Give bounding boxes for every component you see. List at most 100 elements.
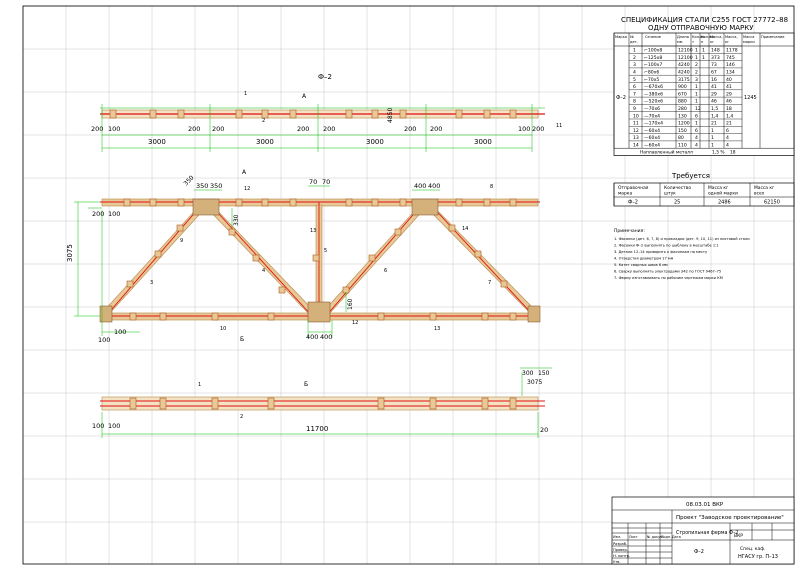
top-span-4: 3000: [474, 138, 492, 146]
stamp-header-cell: № докум.: [647, 535, 664, 539]
spec-cell: 21: [711, 121, 717, 127]
spacer-plate: [399, 198, 407, 207]
spacer-plate: [429, 312, 437, 321]
top-dim-8: 200: [430, 125, 442, 133]
spacer-plate: [149, 109, 157, 119]
mark-label-16: 12: [352, 320, 358, 326]
spec-cell: 1200: [678, 121, 690, 127]
bottom-dim-1: 100: [98, 336, 110, 344]
spec-cell: 29: [726, 91, 732, 97]
spec-header: Длина: [677, 35, 689, 39]
spacer-plate: [159, 312, 167, 321]
spec-cell: 4: [726, 135, 729, 141]
spec-cell: 4240: [678, 70, 690, 76]
spec-cell: 6: [695, 113, 698, 119]
top-dim-4: 200: [212, 125, 224, 133]
top-dim-10: 200: [532, 125, 544, 133]
top-dim-3: 200: [188, 125, 200, 133]
spacer-plate: [129, 312, 137, 321]
spec-title-2: ОДНУ ОТПРАВОЧНУЮ МАРКУ: [648, 24, 754, 32]
gusset-plates: [99, 198, 541, 323]
spec-header: Примечание: [761, 35, 785, 39]
spacer-plate: [455, 109, 463, 119]
spec-cell: 134: [726, 70, 735, 76]
spacer-plate: [455, 198, 463, 207]
spec-cell: —380х6: [644, 91, 663, 97]
mark-label-4: 4: [262, 268, 265, 274]
mark-label-10: 10: [220, 326, 226, 332]
spec-cell: 2: [695, 62, 698, 68]
spec-header: Сечение: [645, 35, 662, 39]
mark-label-9: 9: [180, 238, 183, 244]
top-chord-plan: А 200 100 200 200 200 200 200 200: [91, 91, 562, 152]
top-span-3: 3000: [366, 138, 384, 146]
spacer-plate: [235, 198, 243, 207]
spec-cell: 373: [711, 55, 720, 61]
bottom-total-dim: 11700: [306, 425, 328, 433]
bottom-dim-2: 100: [114, 328, 126, 336]
spec-header: Кол-во: [701, 35, 714, 39]
spacer-plate: [159, 397, 167, 410]
bottom-chord-plan-bar: [101, 396, 539, 411]
bottom-chord-plan: Б 300 150 3075 100 100 20 11700 1 2: [92, 367, 552, 438]
stamp-role: Н. контр.: [613, 554, 630, 558]
side-dim-3: 160: [347, 298, 354, 310]
spacer-plate: [211, 312, 219, 321]
spacer-plate: [481, 397, 489, 410]
truss-elevation: 3075 200 100 350 350 70 70 400 400 350 3…: [66, 169, 541, 344]
req-header: Масса кг: [708, 185, 729, 191]
spec-cell: 11: [633, 121, 639, 127]
spec-cell: 8: [633, 99, 636, 105]
spec-cell: 2: [633, 55, 636, 61]
spec-header: Кол-во: [692, 35, 705, 39]
spec-cell: 1: [695, 55, 698, 61]
stamp-org-2: НГАСУ гр. П–13: [738, 554, 778, 560]
spec-cell: 6: [695, 128, 698, 134]
view-a-mark: А: [242, 169, 247, 176]
spacer-plate: [483, 109, 491, 119]
spec-cell: 1: [702, 48, 705, 54]
plan-mark-2: 2: [240, 414, 243, 420]
spec-cell: 14: [633, 143, 639, 149]
spacer-plate: [109, 109, 117, 119]
spec-cell: 4: [726, 143, 729, 149]
view-b-mark: Б: [240, 336, 244, 343]
spec-cell: 41: [711, 84, 717, 90]
spec-footer-mass: 18: [730, 150, 736, 156]
spacer-plate: [261, 109, 269, 119]
plan-dim-100a: 100: [92, 422, 104, 430]
spec-header: Масса: [743, 35, 754, 39]
spec-cell: —60х4: [644, 128, 660, 134]
spec-cell: —520х6: [644, 99, 663, 105]
stamp-header-cell: Подп.: [661, 535, 671, 539]
diagonal-plate: [448, 224, 456, 232]
mark-label-15: 13: [434, 326, 440, 332]
mark-label-13: 13: [310, 228, 316, 234]
spacer-plate: [129, 397, 137, 410]
note-line: 1. Фасонки (дет. 6, 7, 8) и прокладки (д…: [614, 237, 750, 241]
diagonal-plate: [154, 250, 162, 258]
spec-cell: 880: [678, 99, 687, 105]
top-dim-2: 100: [108, 125, 120, 133]
plan-mark-1: 1: [198, 382, 201, 388]
stamp-role: Провер.: [613, 548, 628, 552]
spec-cell: 6: [633, 84, 636, 90]
mark-label-8: 8: [490, 184, 493, 190]
req-header: штук: [664, 192, 676, 197]
spacer-plate: [261, 198, 269, 207]
diagonal-plate: [368, 254, 376, 262]
top-dim-1: 200: [91, 125, 103, 133]
spec-cell: 4: [633, 70, 636, 76]
notes-block: Примечания: 1. Фасонки (дет. 6, 7, 8) и …: [614, 228, 750, 280]
spec-cell: 46: [726, 99, 732, 105]
spacer-plate: [235, 109, 243, 119]
side-dim-2: 330: [233, 214, 240, 226]
spec-header: кг: [710, 40, 714, 44]
spec-cell: 1: [702, 55, 705, 61]
spacer-plate: [345, 109, 353, 119]
note-line: 5. Катет сварных швов 6 мм: [614, 263, 668, 267]
plan-dim-150: 150: [538, 370, 550, 377]
diagonal-plate: [500, 280, 508, 288]
spec-cell: 1: [695, 48, 698, 54]
